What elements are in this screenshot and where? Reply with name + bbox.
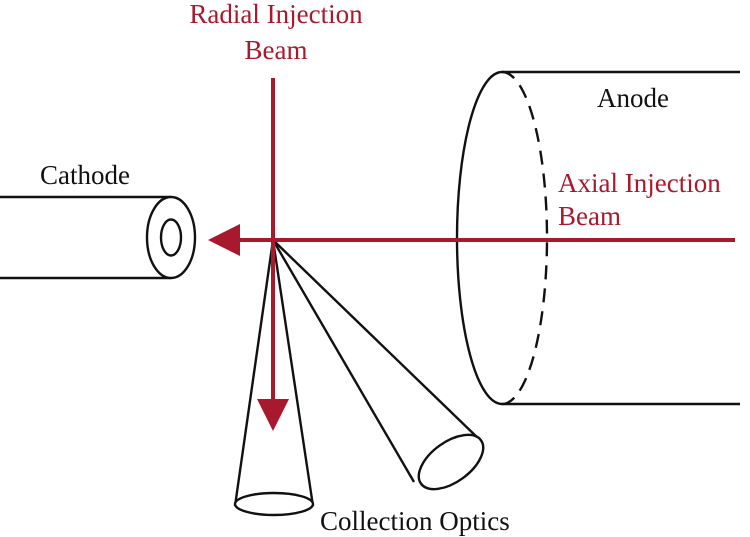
radial-beam-label-line1: Radial Injection: [189, 0, 363, 29]
axial-beam-label-line1: Axial Injection: [558, 168, 721, 198]
radial-beam-label-line2: Beam: [245, 35, 308, 65]
collection-optics-label: Collection Optics: [320, 506, 510, 536]
collection-optics-cone-angled: [271, 239, 485, 491]
cathode-cylinder: [0, 195, 197, 280]
collection-optics-cone-vertical: [233, 239, 315, 517]
anode-label: Anode: [597, 83, 669, 113]
axial-beam-label-line2: Beam: [558, 201, 621, 231]
cathode-label: Cathode: [40, 160, 130, 190]
